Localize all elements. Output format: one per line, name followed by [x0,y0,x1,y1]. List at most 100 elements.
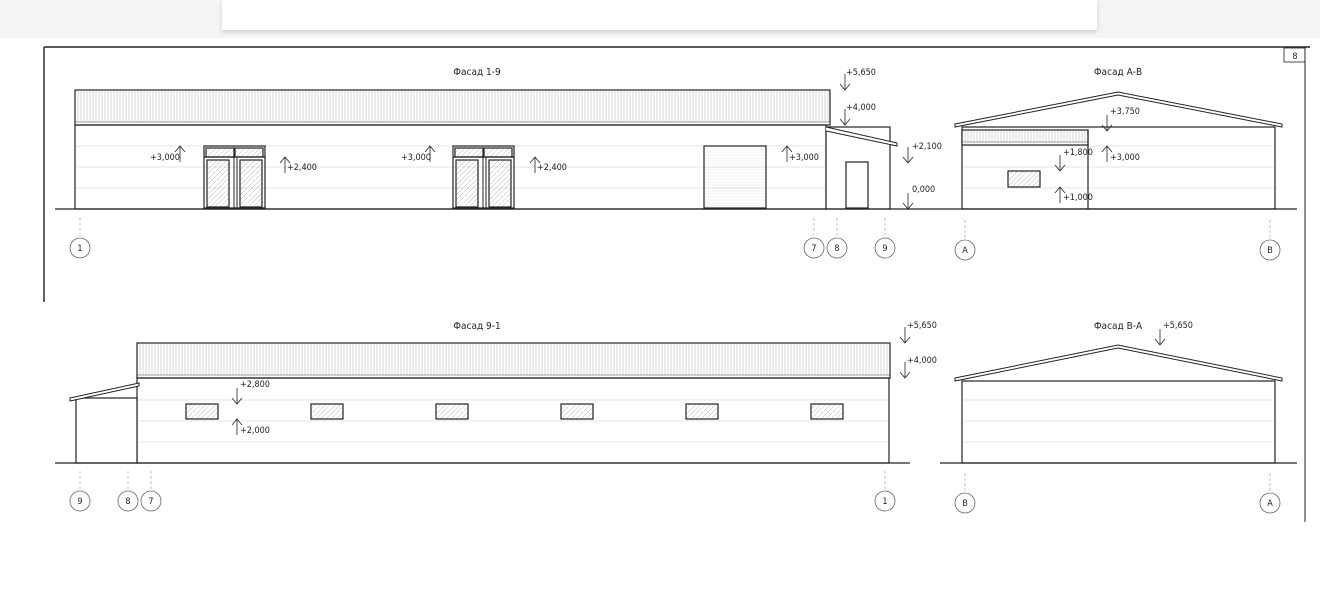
hatch-line [565,404,582,419]
hatch-line [561,404,572,415]
hatch-line [247,192,262,207]
hatch-line [436,404,452,419]
hatch-line [465,148,476,157]
hatch-line [207,160,223,176]
hatch-line [570,404,587,419]
hatch-line [491,187,511,207]
hatch-line [240,160,251,171]
glazing [239,159,263,208]
hatch-line [580,406,593,419]
hatch-line [200,404,217,419]
glass-hatch [311,404,343,419]
top-card [222,0,1097,30]
elevation-mark: +4,000 [907,356,937,366]
hatch-line [445,404,462,419]
hatch-line [1026,173,1040,187]
glass-hatch [240,160,262,207]
axis-label: 8 [125,497,130,507]
hatch-line [470,148,481,157]
axis-label: 9 [882,244,887,254]
hatch-line [458,187,478,207]
hatch-line [463,192,478,207]
hatch-line [186,404,202,419]
axis-bubble [117,490,139,512]
elevation-mark: +2,400 [287,163,317,173]
hatch-line [186,404,187,405]
hatch-line [315,404,332,419]
hatch-line [690,404,707,419]
hatch-line [1008,171,1009,172]
hatch-line [245,148,256,157]
hatch-line [206,148,217,157]
glazing [810,403,844,420]
hatch-line [499,148,510,157]
glazing [435,403,469,420]
glass-hatch [456,160,478,207]
hatch-line [460,411,468,419]
hatch-line [1011,171,1029,187]
hatch-line [504,149,512,157]
hatch-line [700,404,717,419]
hatch-line [255,149,263,157]
hatch-line [455,148,466,157]
axis-label: А [962,246,968,256]
glazing [560,403,594,420]
facade-title-9-1: Фасад 9-1 [453,321,501,332]
elevation-mark: +3,000 [1110,153,1140,163]
hatch-line [686,404,702,419]
glass-hatch [186,404,218,419]
hatch-line [811,404,822,415]
hatch-line [480,154,483,157]
hatch-line [320,404,337,419]
hatch-line [1008,171,1019,182]
hatch-line [585,411,593,419]
hatch-line [207,160,218,171]
hatch-line [456,162,478,186]
elevation-mark: 0,000 [912,185,935,195]
hatch-line [815,404,832,419]
hatch-line [561,404,562,405]
hatch-line [494,148,505,157]
hatch-line [489,167,511,191]
hatch-line [455,406,468,419]
gable-roof [954,344,1283,382]
hatch-line [206,148,207,149]
hatch-line [205,406,218,419]
wall [136,377,890,464]
hatch-line [190,404,207,419]
hatch-line [710,411,718,419]
hatch-line [489,160,505,176]
hatch-line [496,192,511,207]
hatch-line [436,404,442,410]
hatch-line [207,160,228,181]
elevation-mark: +2,400 [537,163,567,173]
hatch-line [207,167,229,191]
hatch-line [214,192,229,207]
hatch-line [450,404,467,419]
hatch-line [1008,171,1024,187]
hatch-line [211,148,222,157]
hatch-line [1031,178,1040,187]
hatch-line [456,160,477,181]
axis-label: В [962,499,968,509]
gable-roof [954,91,1283,128]
glazing [185,403,219,420]
hatch-line [250,148,261,157]
axis-bubble [1259,239,1281,261]
hatch-line [240,160,256,176]
hatch-line [686,404,692,410]
wall [961,380,1276,464]
hatch-line [440,404,457,419]
axis-bubble [69,237,91,259]
hatch-line [456,167,478,191]
axis-bubble [826,237,848,259]
elevation-mark: +5,650 [907,321,937,331]
roof-band [74,89,831,126]
hatch-line [240,177,262,201]
hatch-line [811,404,817,410]
hatch-line [436,404,447,415]
elevation-mark: +3,000 [150,153,180,163]
hatch-line [221,148,232,157]
glass-hatch [561,404,593,419]
